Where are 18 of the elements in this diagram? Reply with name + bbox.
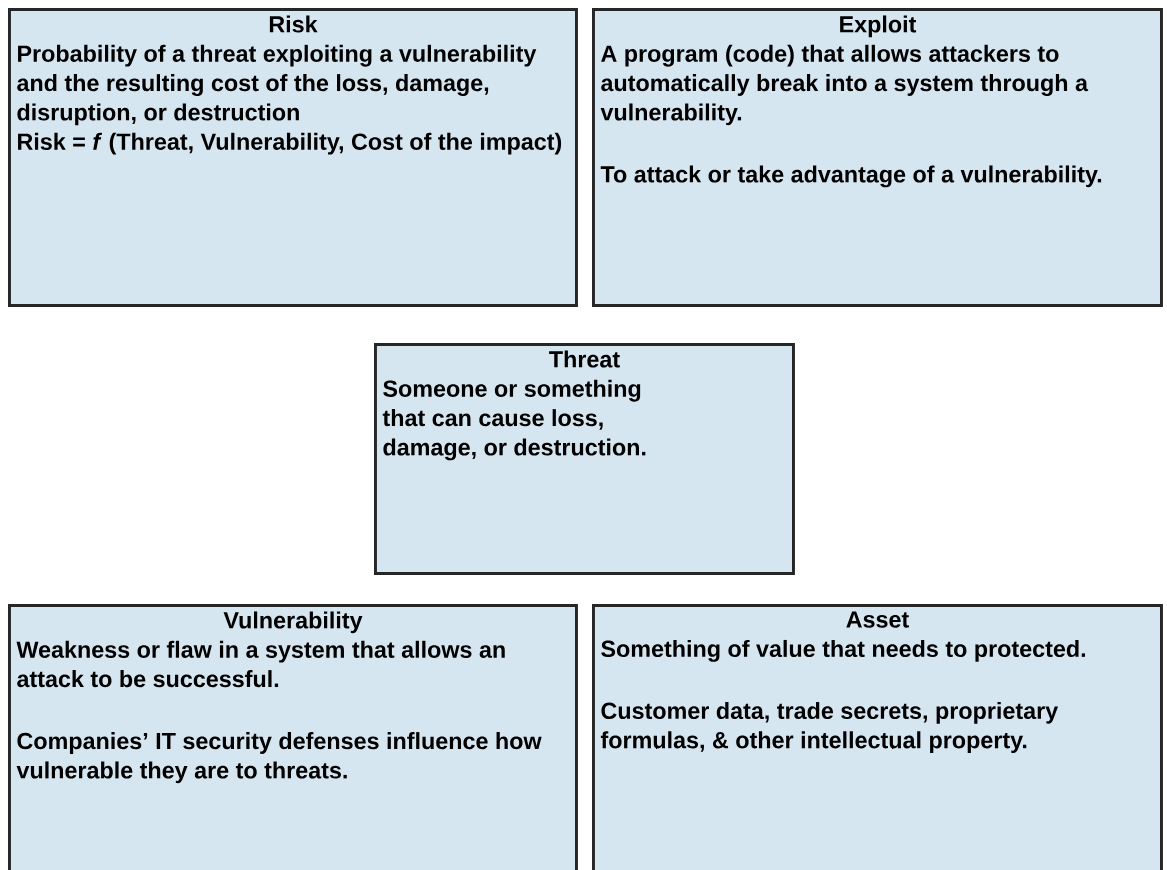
description: Weakness or flaw in a system that allows an attack to be successful. (16, 640, 505, 688)
heading: Exploit (840, 15, 917, 38)
description: A program (code) that allows attackers to automatically break into a system through a vulnerability. (600, 44, 1089, 126)
bold-note: Companies’ IT security defenses influence how vulnerable they are to threats. (16, 732, 542, 784)
heading: Threat (549, 350, 620, 368)
heading: Vulnerability (223, 611, 363, 634)
description: To attack or take advantage of a vulnerability. (600, 165, 1102, 188)
bold-note: Customer data, trade secrets, proprietary formulas, & other intellectual property. (600, 701, 1059, 754)
definition-box (592, 8, 1163, 307)
definition-box (374, 343, 795, 575)
definition-box (8, 8, 578, 307)
heading: Asset (846, 611, 909, 628)
definition-box (8, 604, 578, 870)
definition-box (592, 604, 1163, 870)
heading: Risk (269, 15, 318, 33)
bold-note: Risk = f (Threat, Vulnerability, Cost of the impact) (18, 132, 562, 155)
description: Something of value that needs to protected. (601, 639, 1085, 662)
description: Someone or something that can cause loss, damage, or destruction. (382, 379, 646, 461)
